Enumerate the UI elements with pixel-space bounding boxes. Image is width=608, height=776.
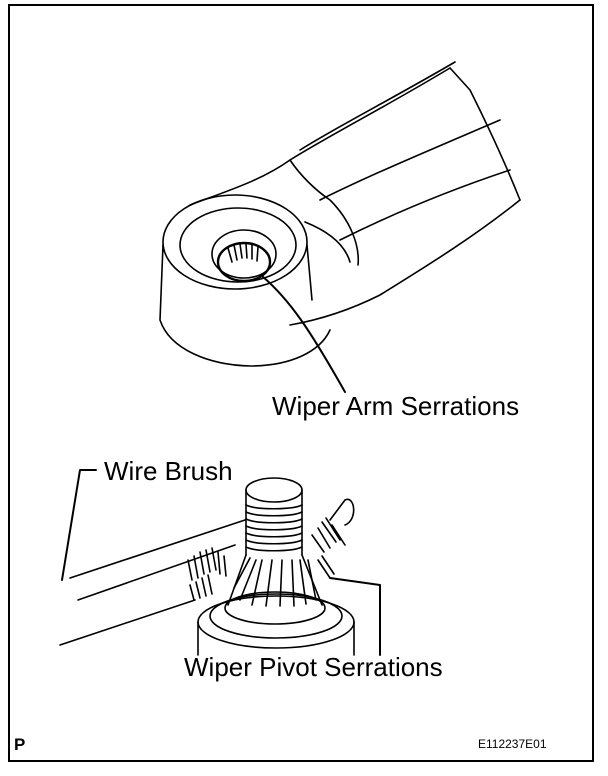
corner-mark: P <box>14 735 26 754</box>
wire-brush-label: Wire Brush <box>104 456 233 486</box>
wiper-pivot-drawing <box>197 477 381 656</box>
wiper-arm-drawing <box>159 61 521 393</box>
figure-code: E112237E01 <box>478 737 547 751</box>
wiper-arm-serrations-label: Wiper Arm Serrations <box>272 391 520 421</box>
wire-brush-drawing <box>59 469 355 646</box>
wiper-pivot-serrations-label: Wiper Pivot Serrations <box>184 652 443 682</box>
